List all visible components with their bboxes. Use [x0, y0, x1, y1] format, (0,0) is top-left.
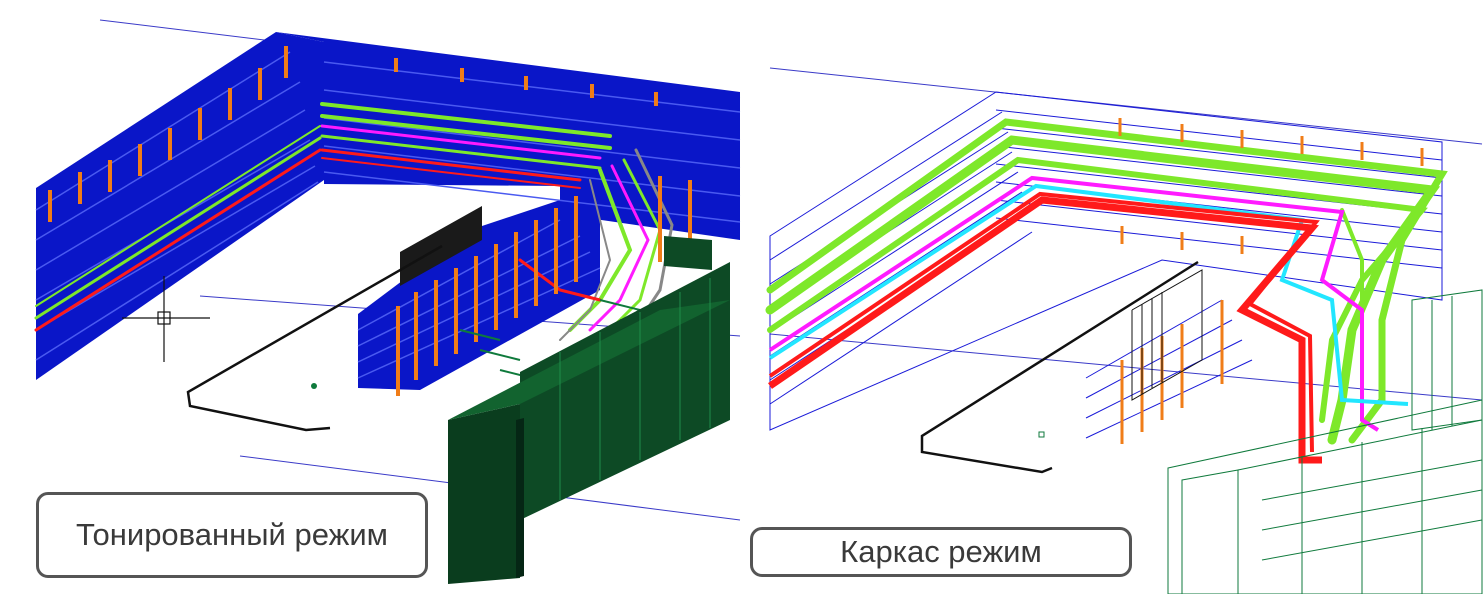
- wireframe-scene: [765, 67, 1483, 594]
- cabinet-row: [448, 236, 730, 584]
- floor-point: [311, 383, 317, 389]
- axis-line: [769, 67, 1483, 145]
- shaded-scene: [34, 19, 741, 584]
- conduit-line: [186, 244, 443, 432]
- wire-conduit: [920, 260, 1203, 474]
- tray-shelves: [35, 51, 741, 379]
- tray-supports: [48, 46, 692, 396]
- crosshair-cursor-icon: [122, 276, 210, 362]
- wire-cabinets: [1167, 289, 1483, 594]
- cable-bundles: [34, 102, 674, 341]
- wireframe-viewport[interactable]: Каркас режим: [742, 0, 1484, 594]
- tray-rack-left: [36, 32, 324, 380]
- cabinet-edges: [559, 278, 711, 500]
- axis-line: [769, 333, 1483, 401]
- floor-point: [1038, 431, 1045, 438]
- wire-magenta-cable: [768, 175, 1380, 432]
- wire-cyan-cable: [768, 183, 1409, 406]
- wireframe-mode-label: Каркас режим: [750, 527, 1132, 577]
- shaded-viewport[interactable]: Тонированный режим: [0, 0, 742, 594]
- shaded-mode-label: Тонированный режим: [36, 492, 428, 578]
- tray-rack-front: [358, 200, 600, 390]
